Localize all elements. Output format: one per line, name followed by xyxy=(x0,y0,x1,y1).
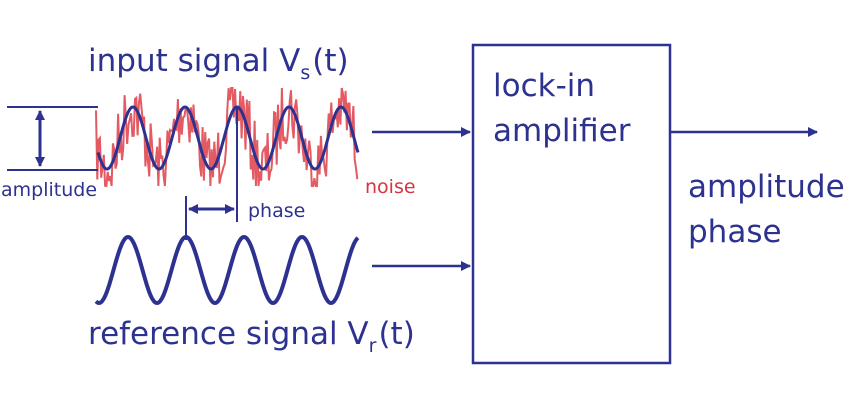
input-signal-label: input signal V xyxy=(88,43,300,79)
reference-signal-subscript: r xyxy=(369,335,377,357)
output-amplitude: amplitude xyxy=(688,169,845,205)
output-phase: phase xyxy=(688,214,782,250)
box-label-line2: amplifier xyxy=(493,113,631,149)
amplitude-label: amplitude xyxy=(1,179,97,201)
noise-label: noise xyxy=(365,176,416,198)
box-label-line1: lock-in xyxy=(493,68,595,104)
reference-signal-title: reference signal Vr(t) xyxy=(88,316,415,357)
input-signal-title: input signal Vs(t) xyxy=(88,43,349,84)
input-signal-suffix: (t) xyxy=(312,43,348,79)
phase-label: phase xyxy=(248,200,305,222)
input-sine-wave xyxy=(96,105,360,171)
lock-in-amplifier-box xyxy=(471,43,672,365)
reference-sine-wave xyxy=(94,234,360,306)
input-signal-subscript: s xyxy=(300,62,310,84)
reference-signal-suffix: (t) xyxy=(378,316,414,352)
reference-signal-label: reference signal V xyxy=(88,316,369,352)
noise-waveform xyxy=(95,87,359,188)
